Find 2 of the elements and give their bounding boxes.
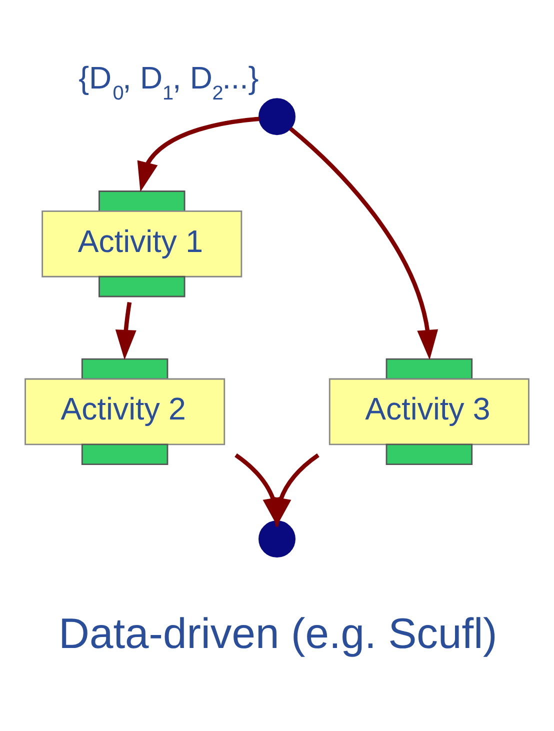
- node-label: Data-driven (e.g. Scufl): [58, 610, 498, 658]
- node-label: {D$_{0}$, D$_{1}$, D$_{2}$...}: [78, 60, 259, 104]
